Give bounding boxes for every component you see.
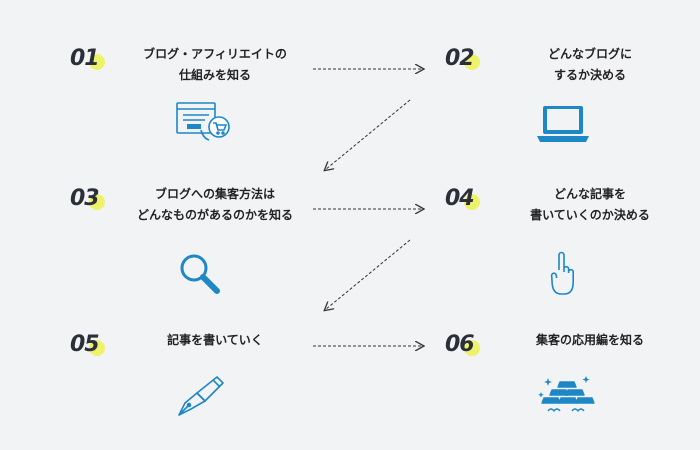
step-title: ブログへの集客方法はどんなものがあるのかを知る	[136, 187, 293, 222]
step-number: 06	[445, 332, 480, 357]
arrow-04-05	[325, 239, 411, 310]
step-number: 02	[445, 46, 480, 71]
step-title: ブログ・アフィリエイトの仕組みを知る	[143, 47, 287, 82]
step-number: 05	[70, 332, 105, 357]
step-title: 記事を書いていく	[167, 333, 263, 347]
arrow-02-03	[325, 99, 411, 170]
fountain-pen-icon	[175, 375, 227, 417]
web-shop-icon	[175, 100, 235, 146]
step-title: 集客の応用編を知る	[535, 333, 644, 347]
step-title: どんなブログにするか決める	[547, 47, 632, 82]
pointing-hand-icon	[550, 250, 576, 298]
step-number: 03	[70, 186, 105, 211]
step-number: 04	[445, 186, 480, 211]
step-title: どんな記事を書いていくのか決める	[530, 187, 650, 222]
magnifier-icon	[178, 252, 222, 296]
gold-bars-icon	[538, 372, 598, 418]
step-number: 01	[70, 46, 105, 71]
laptop-icon	[535, 104, 591, 144]
